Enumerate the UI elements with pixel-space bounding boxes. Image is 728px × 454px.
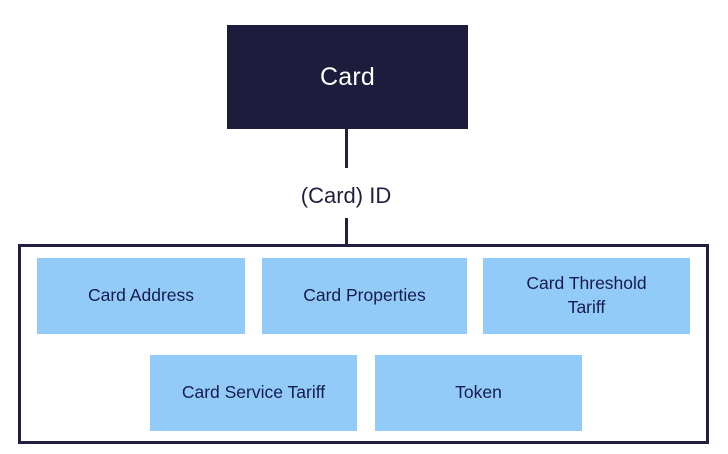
edge-label-text: (Card) ID bbox=[300, 183, 392, 208]
child-node-card-properties: Card Properties bbox=[262, 258, 467, 334]
root-node-label: Card bbox=[320, 62, 375, 91]
child-node-label: Token bbox=[455, 382, 502, 403]
edge-label: (Card) ID bbox=[255, 181, 437, 211]
child-node-card-address: Card Address bbox=[37, 258, 245, 334]
child-node-label: Card Address bbox=[87, 285, 195, 306]
child-node-label: Card Service Tariff bbox=[181, 382, 326, 403]
child-node-token: Token bbox=[375, 355, 582, 431]
connector-line-top bbox=[345, 129, 348, 168]
children-group-box: Card Address Card Properties Card Thresh… bbox=[18, 244, 709, 444]
child-node-card-service-tariff: Card Service Tariff bbox=[150, 355, 357, 431]
root-node-card: Card bbox=[227, 25, 468, 129]
child-node-label: Card Properties bbox=[303, 285, 426, 306]
child-node-card-threshold-tariff: Card Threshold Tariff bbox=[483, 258, 690, 334]
connector-line-bottom bbox=[345, 218, 348, 245]
child-node-label: Card Threshold Tariff bbox=[526, 273, 647, 317]
